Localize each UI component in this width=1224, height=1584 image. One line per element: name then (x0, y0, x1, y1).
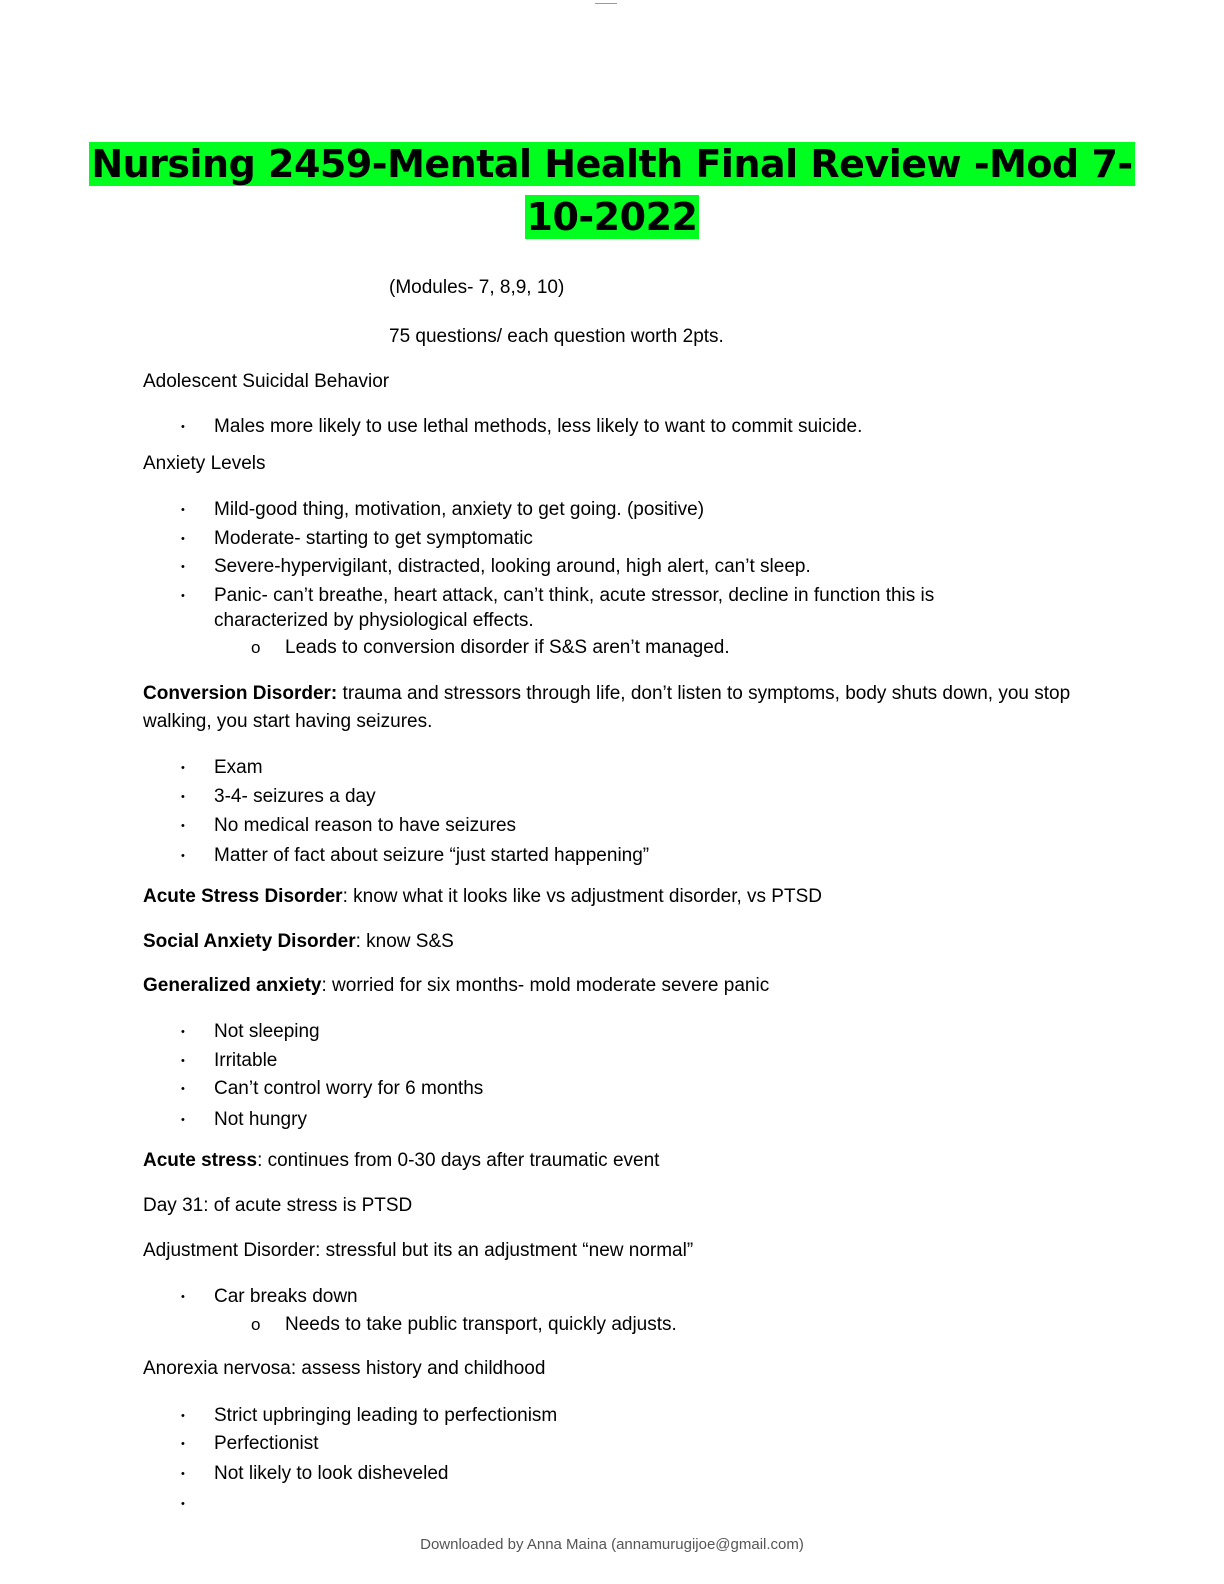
download-footer: Downloaded by Anna Maina (annamurugijoe@… (420, 1536, 804, 1553)
list-item: Exam (214, 757, 263, 778)
sub-bullet-icon: o (251, 638, 261, 657)
bullet-icon: • (181, 1438, 185, 1450)
bullet-icon: • (181, 1055, 185, 1067)
adjustment-heading: Adjustment Disorder: stressful but its a… (143, 1240, 694, 1261)
list-item-continuation: characterized by physiological effects. (214, 610, 534, 631)
bullet-icon: • (181, 421, 185, 433)
acute-stress-disorder-text: : know what it looks like vs adjustment … (342, 886, 822, 907)
social-anxiety-text: : know S&S (355, 931, 454, 952)
list-item: Not sleeping (214, 1021, 320, 1042)
list-item: Severe-hypervigilant, distracted, lookin… (214, 556, 811, 577)
bullet-icon: • (181, 1410, 185, 1422)
list-item: Males more likely to use lethal methods,… (214, 416, 863, 437)
acute-stress-disorder-term: Acute Stress Disorder (143, 886, 343, 907)
bullet-icon: • (181, 561, 185, 573)
title-line-1: Nursing 2459-Mental Health Final Review … (89, 142, 1135, 186)
list-item: 3-4- seizures a day (214, 786, 376, 807)
sub-list-item: Needs to take public transport, quickly … (285, 1314, 677, 1335)
list-item: No medical reason to have seizures (214, 815, 517, 836)
bullet-icon: • (181, 504, 185, 516)
questions-line: 75 questions/ each question worth 2pts. (389, 326, 724, 347)
bullet-icon: • (181, 590, 185, 602)
bullet-icon: • (181, 533, 185, 545)
anxiety-heading: Anxiety Levels (143, 453, 266, 474)
acute-stress-text: : continues from 0-30 days after traumat… (257, 1150, 660, 1171)
bullet-icon: • (181, 1498, 185, 1510)
modules-line: (Modules- 7, 8,9, 10) (389, 277, 565, 298)
title-line-2: 10-2022 (524, 195, 700, 239)
bullet-icon: • (181, 1026, 185, 1038)
page-title: Nursing 2459-Mental Health Final Review … (0, 138, 1224, 244)
sub-bullet-icon: o (251, 1315, 261, 1334)
list-item: Can’t control worry for 6 months (214, 1078, 484, 1099)
anorexia-heading: Anorexia nervosa: assess history and chi… (143, 1358, 546, 1379)
list-item: Strict upbringing leading to perfectioni… (214, 1405, 558, 1426)
day-31-line: Day 31: of acute stress is PTSD (143, 1195, 413, 1216)
list-item: Not hungry (214, 1109, 307, 1130)
social-anxiety-line: Social Anxiety Disorder: know S&S (143, 929, 454, 955)
bullet-icon: • (181, 1114, 185, 1126)
social-anxiety-term: Social Anxiety Disorder (143, 931, 356, 952)
sub-list-item: Leads to conversion disorder if S&S aren… (285, 637, 730, 658)
acute-stress-disorder-line: Acute Stress Disorder: know what it look… (143, 884, 822, 910)
list-item: Mild-good thing, motivation, anxiety to … (214, 499, 705, 520)
acute-stress-term: Acute stress (143, 1150, 258, 1171)
list-item: Not likely to look disheveled (214, 1463, 449, 1484)
bullet-icon: • (181, 1291, 185, 1303)
bullet-icon: • (181, 1468, 185, 1480)
header-mark (595, 0, 617, 4)
generalized-anxiety-line: Generalized anxiety: worried for six mon… (143, 973, 769, 999)
bullet-icon: • (181, 820, 185, 832)
bullet-icon: • (181, 1083, 185, 1095)
list-item: Panic- can’t breathe, heart attack, can’… (214, 585, 935, 606)
conversion-text: trauma and stressors through life, don’t… (143, 683, 1071, 732)
conversion-term: Conversion Disorder: (143, 683, 338, 704)
list-item: Perfectionist (214, 1433, 319, 1454)
generalized-anxiety-term: Generalized anxiety (143, 975, 322, 996)
list-item: Matter of fact about seizure “just start… (214, 845, 650, 866)
acute-stress-line: Acute stress: continues from 0-30 days a… (143, 1148, 659, 1174)
bullet-icon: • (181, 762, 185, 774)
generalized-anxiety-text: : worried for six months- mold moderate … (321, 975, 770, 996)
bullet-icon: • (181, 850, 185, 862)
list-item: Irritable (214, 1050, 278, 1071)
list-item: Car breaks down (214, 1286, 358, 1307)
adolescent-heading: Adolescent Suicidal Behavior (143, 371, 390, 392)
bullet-icon: • (181, 791, 185, 803)
conversion-paragraph: Conversion Disorder: trauma and stressor… (143, 680, 1073, 736)
list-item: Moderate- starting to get symptomatic (214, 528, 533, 549)
